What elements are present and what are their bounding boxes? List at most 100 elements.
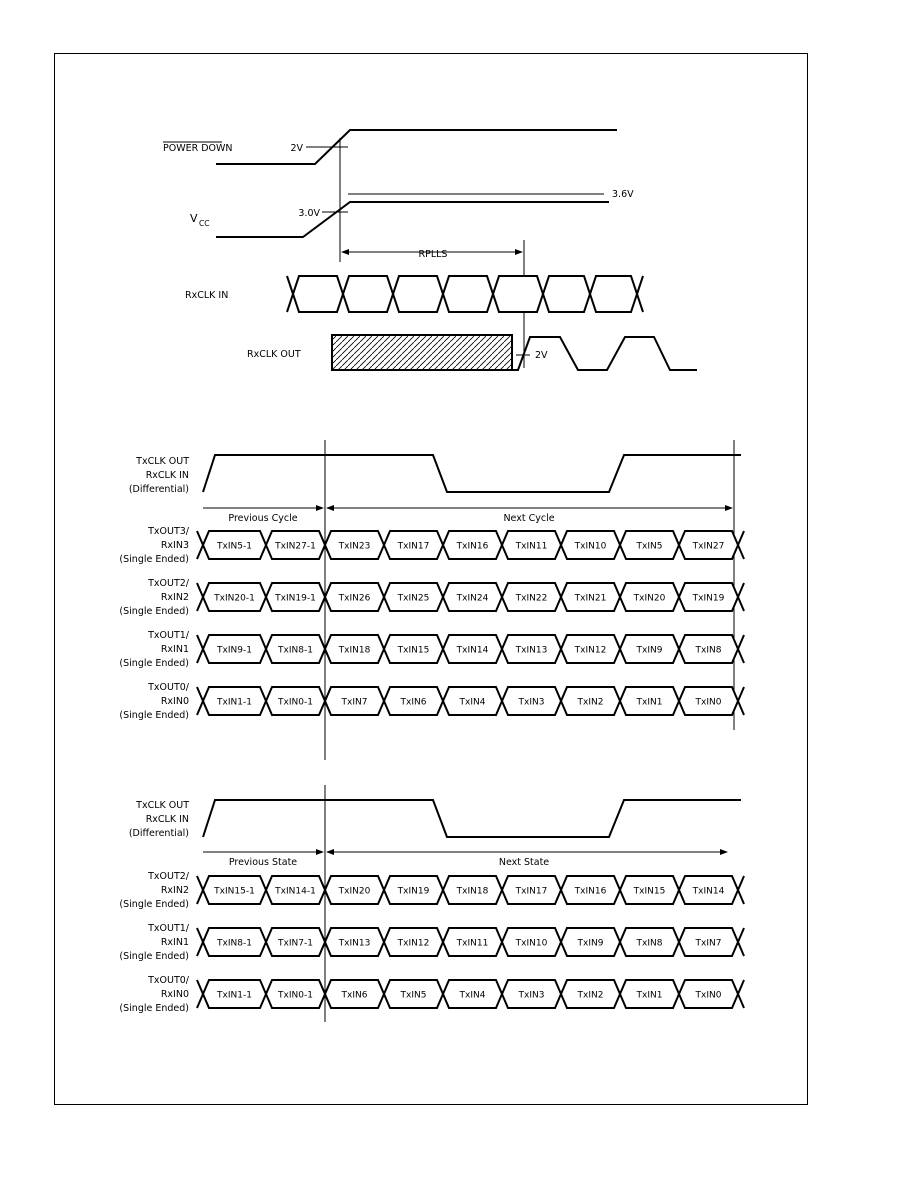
arrowhead (725, 505, 733, 511)
bit-cell-label: TxIN7 (695, 939, 722, 949)
bus-row (286, 275, 644, 313)
bit-cell (491, 275, 545, 313)
bit-cell-label: TxIN1 (636, 991, 663, 1001)
bit-cell (588, 275, 639, 313)
bit-cell-label: TxIN8 (636, 939, 663, 949)
differential-clock-waveform (202, 454, 741, 493)
arrowhead (326, 849, 334, 855)
bit-cell-label: TxIN8 (695, 646, 722, 656)
row-label-line: (Single Ended) (119, 1003, 189, 1014)
bit-cell-label: TxIN20 (633, 594, 666, 604)
row-label-line: TxOUT1/ (147, 923, 190, 934)
bit-cell-label: TxIN11 (515, 542, 548, 552)
bit-cell-label: TxIN17 (397, 542, 430, 552)
rxclk-in-label: RxCLK IN (185, 290, 228, 301)
arrowhead (720, 849, 728, 855)
row-label-line: TxOUT0/ (147, 975, 190, 986)
arrowhead (316, 849, 324, 855)
bit-cell-label: TxIN6 (400, 698, 427, 708)
row-label-line: RxIN1 (161, 937, 189, 948)
bit-cell-label: TxIN17 (515, 887, 548, 897)
row-label-line: RxIN1 (161, 644, 189, 655)
bit-cell-label: TxIN2 (577, 991, 604, 1001)
bus-tail (737, 582, 745, 612)
bus-tail (286, 275, 294, 313)
clock-label-line2: RxCLK IN (146, 814, 189, 825)
bit-cell-label: TxIN14 (456, 646, 489, 656)
bit-cell-label: TxIN0 (695, 991, 722, 1001)
row-label-line: (Single Ended) (119, 951, 189, 962)
vcc-max-label: 3.6V (612, 189, 634, 200)
bus-tail (737, 686, 745, 716)
row-label-line: (Single Ended) (119, 658, 189, 669)
bus-tail (737, 875, 745, 905)
bit-cell-label: TxIN11 (456, 939, 489, 949)
cycle-section: TxCLK OUT RxCLK IN (Differential) Previo… (119, 440, 745, 760)
bit-cell (541, 275, 592, 313)
rxclk-out-threshold-label: 2V (535, 350, 548, 361)
bit-cell-label: TxIN23 (338, 542, 371, 552)
bit-cell-label: TxIN18 (456, 887, 489, 897)
bus-tail (636, 275, 644, 313)
pd-threshold-label: 2V (290, 143, 303, 154)
bit-cell-label: TxIN1-1 (216, 991, 252, 1001)
bit-cell-label: TxIN14 (692, 887, 725, 897)
row-label-line: (Single Ended) (119, 899, 189, 910)
bit-cell-label: TxIN21 (574, 594, 607, 604)
bus-tail (196, 927, 204, 957)
row-label-line: RxIN3 (161, 540, 189, 551)
row-label-line: (Single Ended) (119, 710, 189, 721)
bit-cell-label: TxIN0-1 (277, 698, 313, 708)
vcc-threshold-label: 3.0V (298, 208, 320, 219)
interval-arrow-left (341, 249, 349, 255)
bit-cell-label: TxIN2 (577, 698, 604, 708)
bus-tail (196, 530, 204, 560)
bit-cell-label: TxIN7-1 (277, 939, 313, 949)
clock-label-line1: TxCLK OUT (135, 800, 189, 811)
row-label-line: (Single Ended) (119, 554, 189, 565)
row-label-line: TxOUT2/ (147, 578, 190, 589)
bit-cell (441, 275, 495, 313)
vcc-label: V (190, 212, 198, 225)
rxclk-out-waveform (512, 336, 697, 371)
clock-label-line3: (Differential) (129, 484, 189, 495)
bus-tail (196, 634, 204, 664)
bit-cell-label: TxIN18 (338, 646, 371, 656)
interval-arrow-right (515, 249, 523, 255)
bit-cell-label: TxIN9-1 (216, 646, 252, 656)
bit-cell-label: TxIN16 (456, 542, 489, 552)
bit-cell-label: TxIN6 (341, 991, 368, 1001)
bit-cell-label: TxIN27-1 (274, 542, 316, 552)
bus-tail (196, 582, 204, 612)
arrowhead (316, 505, 324, 511)
next-state-label: Next State (499, 857, 549, 868)
bit-cell-label: TxIN27 (692, 542, 725, 552)
rxclk-in-waveform (286, 275, 644, 313)
bit-cell-label: TxIN15 (633, 887, 666, 897)
page-frame (54, 53, 808, 1105)
row-label-line: TxOUT3/ (147, 526, 190, 537)
bit-cell-label: TxIN4 (459, 698, 486, 708)
bus-tail (196, 875, 204, 905)
bit-cell-label: TxIN20 (338, 887, 371, 897)
bit-cell-label: TxIN26 (338, 594, 371, 604)
bit-cell-label: TxIN5 (636, 542, 663, 552)
bit-cell-label: TxIN15 (397, 646, 430, 656)
bit-cell-label: TxIN20-1 (213, 594, 255, 604)
bit-cell-label: TxIN0 (695, 698, 722, 708)
bit-cell-label: TxIN1 (636, 698, 663, 708)
bit-cell-label: TxIN10 (574, 542, 607, 552)
clock-label-line2: RxCLK IN (146, 470, 189, 481)
bit-cell (291, 275, 345, 313)
bit-cell-label: TxIN0-1 (277, 991, 313, 1001)
bit-cell-label: TxIN19 (397, 887, 430, 897)
bit-cell-label: TxIN16 (574, 887, 607, 897)
bit-cell-label: TxIN7 (341, 698, 368, 708)
